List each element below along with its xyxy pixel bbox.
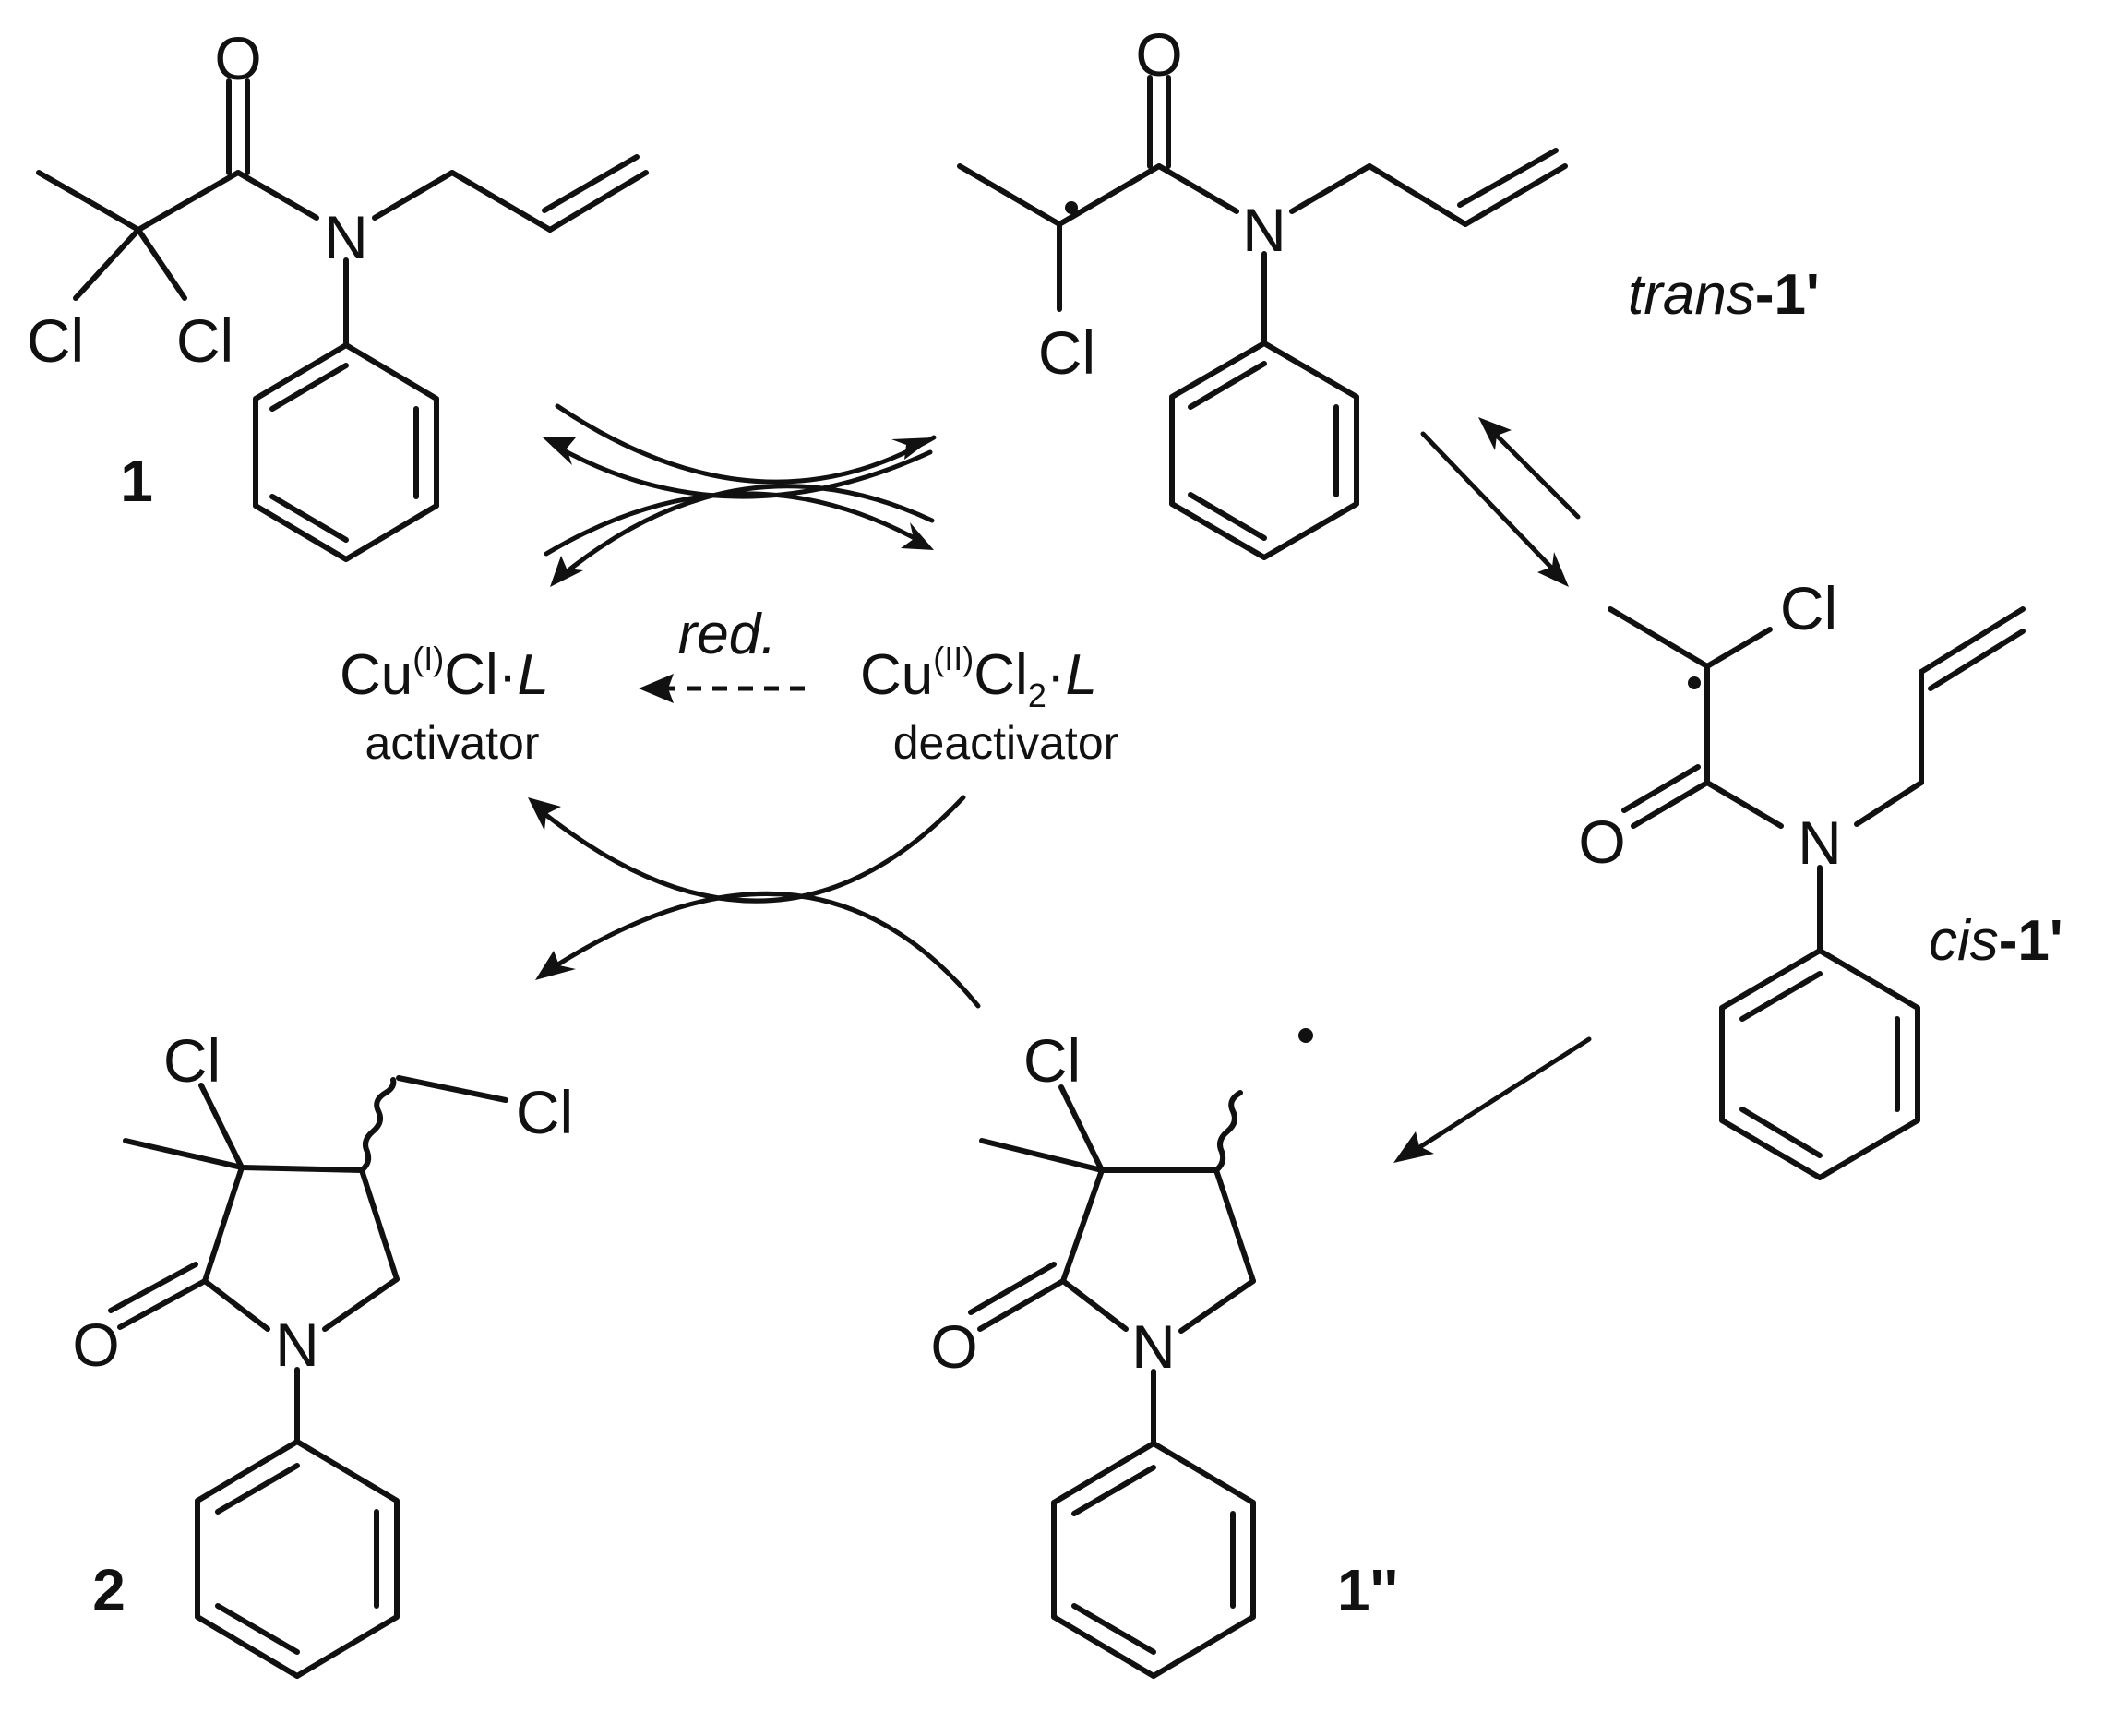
compound-number-1-double-prime: 1'' [1337,1557,1398,1623]
compound-1: O N Cl Cl 1 [27,24,649,562]
oxygen-label: O [930,1312,977,1381]
compound-2: Cl Cl O N 2 [72,1026,573,1679]
activator-caption: activator [365,717,540,769]
compound-name-trans-1-prime: trans-1' [1628,263,1820,327]
deactivator-caption: deactivator [893,717,1119,769]
radical-dot [1065,201,1078,214]
nitrogen-label: N [1798,808,1842,877]
chlorine-label: Cl [1780,574,1837,642]
nitrogen-label: N [324,203,368,271]
chlorine-label: Cl [1023,1026,1081,1095]
radical-dot [1688,676,1701,689]
oxygen-label: O [1135,20,1182,89]
chlorine-label: Cl [163,1026,221,1095]
chlorine-label: Cl [176,306,233,375]
compound-name-cis-1-prime: cis-1' [1929,909,2063,973]
catalyst-deactivator: Cu(II)Cl2·L deactivator [860,640,1118,769]
nitrogen-label: N [275,1311,319,1379]
catalyst-regeneration-arrows [528,795,981,1009]
reduction-label: red. [678,603,777,666]
compound-number-2: 2 [92,1557,126,1623]
activator-formula: Cu(I)Cl·L [340,640,549,707]
nitrogen-label: N [1131,1312,1176,1381]
oxygen-label: O [214,24,261,92]
compound-1-double-prime: Cl O N 1'' [930,1026,1398,1679]
compound-trans-1-prime: O N Cl trans-1' [957,20,1820,560]
radical-dot [1298,1028,1313,1043]
activation-equilibrium-arrows [543,403,937,587]
chlorine-label: Cl [516,1078,573,1146]
reduction-arrow [639,674,805,703]
isomerization-arrows [1420,417,1581,587]
deactivator-formula: Cu(II)Cl2·L [860,640,1097,714]
nitrogen-label: N [1242,196,1286,264]
oxygen-label: O [1578,808,1625,876]
cyclization-arrow [1393,1036,1592,1163]
chlorine-label: Cl [27,306,84,375]
chlorine-label: Cl [1038,318,1095,387]
compound-cis-1-prime: Cl O N cis-1' [1578,574,2063,1180]
compound-number-1: 1 [120,448,153,514]
catalyst-activator: Cu(I)Cl·L activator [340,640,549,769]
oxygen-label: O [72,1311,119,1379]
